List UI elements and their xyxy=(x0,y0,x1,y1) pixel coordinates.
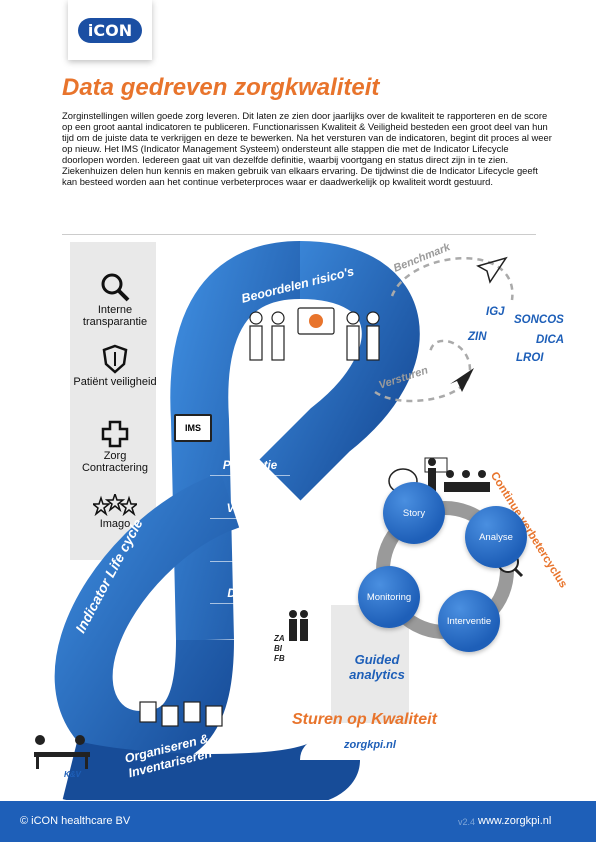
paper-plane-icon xyxy=(476,256,508,284)
cross-icon xyxy=(101,420,129,448)
presenter-icon xyxy=(424,457,490,492)
indicator-label: Zorg Contractering xyxy=(81,450,149,474)
step-bouw: Bouw xyxy=(210,546,290,562)
org-zin: ZIN xyxy=(468,331,487,343)
cycle-story: Story xyxy=(383,482,445,544)
footer-version: v2.4 xyxy=(458,817,476,827)
footer-url[interactable]: www.zorgkpi.nl xyxy=(478,815,552,827)
indicator-imago: Imago xyxy=(70,494,160,530)
cycle-analyse: Analyse xyxy=(465,506,527,568)
kv-label: K&V xyxy=(64,770,81,779)
documents-icon xyxy=(139,701,223,727)
shield-icon xyxy=(102,344,128,374)
roles-people-icon xyxy=(289,610,308,641)
logo: iCON xyxy=(68,0,152,60)
ims-monitor-icon: IMS xyxy=(174,414,212,442)
indicator-label: Interne transparantie xyxy=(82,304,148,328)
lifecycle-diagram xyxy=(34,241,524,800)
divider xyxy=(62,234,536,235)
indicator-patient-veiligheid: Patiënt veiligheid xyxy=(70,344,160,388)
magnifier-icon xyxy=(101,273,130,302)
org-lroi: LROI xyxy=(516,352,544,364)
upper-arc xyxy=(259,241,420,501)
versturen-path xyxy=(374,339,472,403)
intro-text: Zorginstellingen willen goede zorg lever… xyxy=(62,110,552,187)
footer-copyright: © iCON healthcare BV xyxy=(20,815,131,827)
pie-chart-icon xyxy=(309,314,323,328)
site-label: zorgkpi.nl xyxy=(344,739,396,751)
roles-label: ZA BI FB xyxy=(274,634,285,663)
meeting-icon xyxy=(34,735,90,769)
step-definitie: Definitie xyxy=(210,588,290,604)
sturen-label: Sturen op Kwaliteit xyxy=(292,711,437,728)
left-stem xyxy=(170,241,302,641)
step-validatie: Validatie xyxy=(210,503,290,519)
org-soncos: SONCOS xyxy=(514,314,564,326)
step-publicatie: Publicatie xyxy=(210,460,290,476)
guided-label: Guided analytics xyxy=(349,652,405,682)
indicator-interne-transparantie: Interne transparantie xyxy=(70,272,160,328)
page-title: Data gedreven zorgkwaliteit xyxy=(62,74,380,101)
org-dica: DICA xyxy=(536,334,565,346)
logo-text: iCON xyxy=(77,17,143,43)
stars-icon xyxy=(93,494,137,516)
org-igj: IGJ xyxy=(486,306,505,318)
cycle-interventie: Interventie xyxy=(438,590,500,652)
indicator-label: Patiënt veiligheid xyxy=(73,376,157,388)
cycle-monitoring: Monitoring xyxy=(358,566,420,628)
footer: © iCON healthcare BV v2.4 www.zorgkpi.nl xyxy=(0,801,596,842)
paper-plane-icon-2 xyxy=(450,368,474,392)
indicator-zorg-contractering: Zorg Contractering xyxy=(70,420,160,474)
bottom-band xyxy=(62,740,360,800)
indicator-label: Imago xyxy=(99,518,131,530)
